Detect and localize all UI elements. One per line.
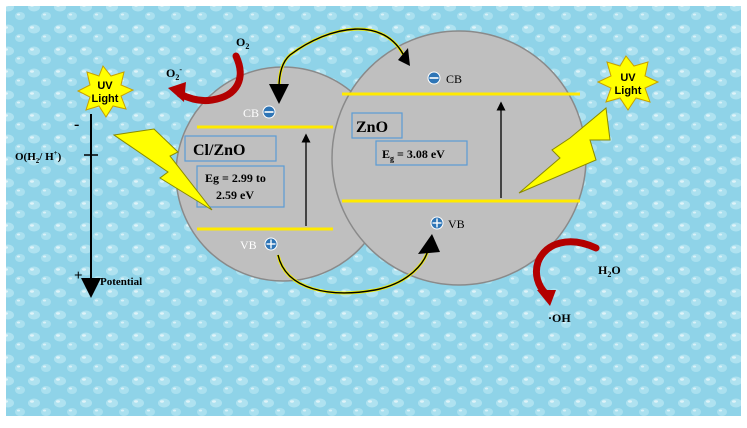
zno-cb-label: CB bbox=[446, 72, 462, 86]
zno-vb-label: VB bbox=[448, 217, 465, 231]
superoxide-label: O2- bbox=[166, 65, 182, 82]
lightning-left-icon bbox=[112, 128, 213, 211]
uv-light-left-line1: UV bbox=[97, 80, 113, 92]
uv-light-left-line2: Light bbox=[92, 93, 119, 105]
electron-transfer-arrow bbox=[278, 28, 406, 89]
oxygen-reduction-arrowhead bbox=[168, 82, 186, 102]
o2-label: O2 bbox=[236, 35, 249, 51]
potential-reference-level: O(H2/ H+) bbox=[15, 149, 62, 165]
water-oxidation-arrow bbox=[532, 238, 600, 298]
zno-hole-icon bbox=[430, 216, 444, 230]
lightning-right-icon bbox=[518, 107, 611, 194]
water-oxidation-arrowhead bbox=[537, 290, 556, 306]
cl-zno-hole-icon bbox=[264, 237, 278, 251]
cl-zno-electron-icon bbox=[262, 105, 276, 119]
zno-name-box bbox=[351, 112, 403, 139]
zno-name: ZnO bbox=[356, 119, 388, 136]
uv-light-left-starburst bbox=[76, 65, 135, 118]
uv-light-right-starburst bbox=[596, 55, 660, 111]
hydroxyl-label: ·OH bbox=[548, 311, 571, 325]
potential-axis-label: Potential bbox=[100, 276, 142, 288]
uv-light-right-line2: Light bbox=[615, 85, 642, 97]
electron-transfer-arrowhead bbox=[269, 84, 289, 104]
zno-eg-box bbox=[375, 140, 468, 166]
cl-zno-cb-label: CB bbox=[243, 106, 259, 120]
cl-zno-eg-box bbox=[196, 165, 285, 208]
hole-transfer-arrow bbox=[277, 249, 429, 294]
cl-zno-eg-line2: 2.59 eV bbox=[216, 188, 254, 202]
zno-electron-icon bbox=[427, 71, 441, 85]
potential-plus-sign: + bbox=[74, 268, 83, 284]
h2o-label: H2O bbox=[598, 263, 621, 279]
oxygen-reduction-arrow bbox=[176, 52, 244, 104]
cl-zno-eg-line1: Eg = 2.99 to bbox=[205, 171, 266, 185]
potential-minus-sign: - bbox=[74, 116, 79, 133]
hole-transfer-arrowhead bbox=[418, 234, 440, 254]
cl-zno-name: Cl/ZnO bbox=[193, 142, 245, 159]
zno-eg-text: Eg = 3.08 eV bbox=[382, 147, 445, 163]
cl-zno-name-box bbox=[184, 135, 277, 162]
uv-light-right-line1: UV bbox=[620, 72, 636, 84]
cl-zno-vb-label: VB bbox=[240, 238, 257, 252]
